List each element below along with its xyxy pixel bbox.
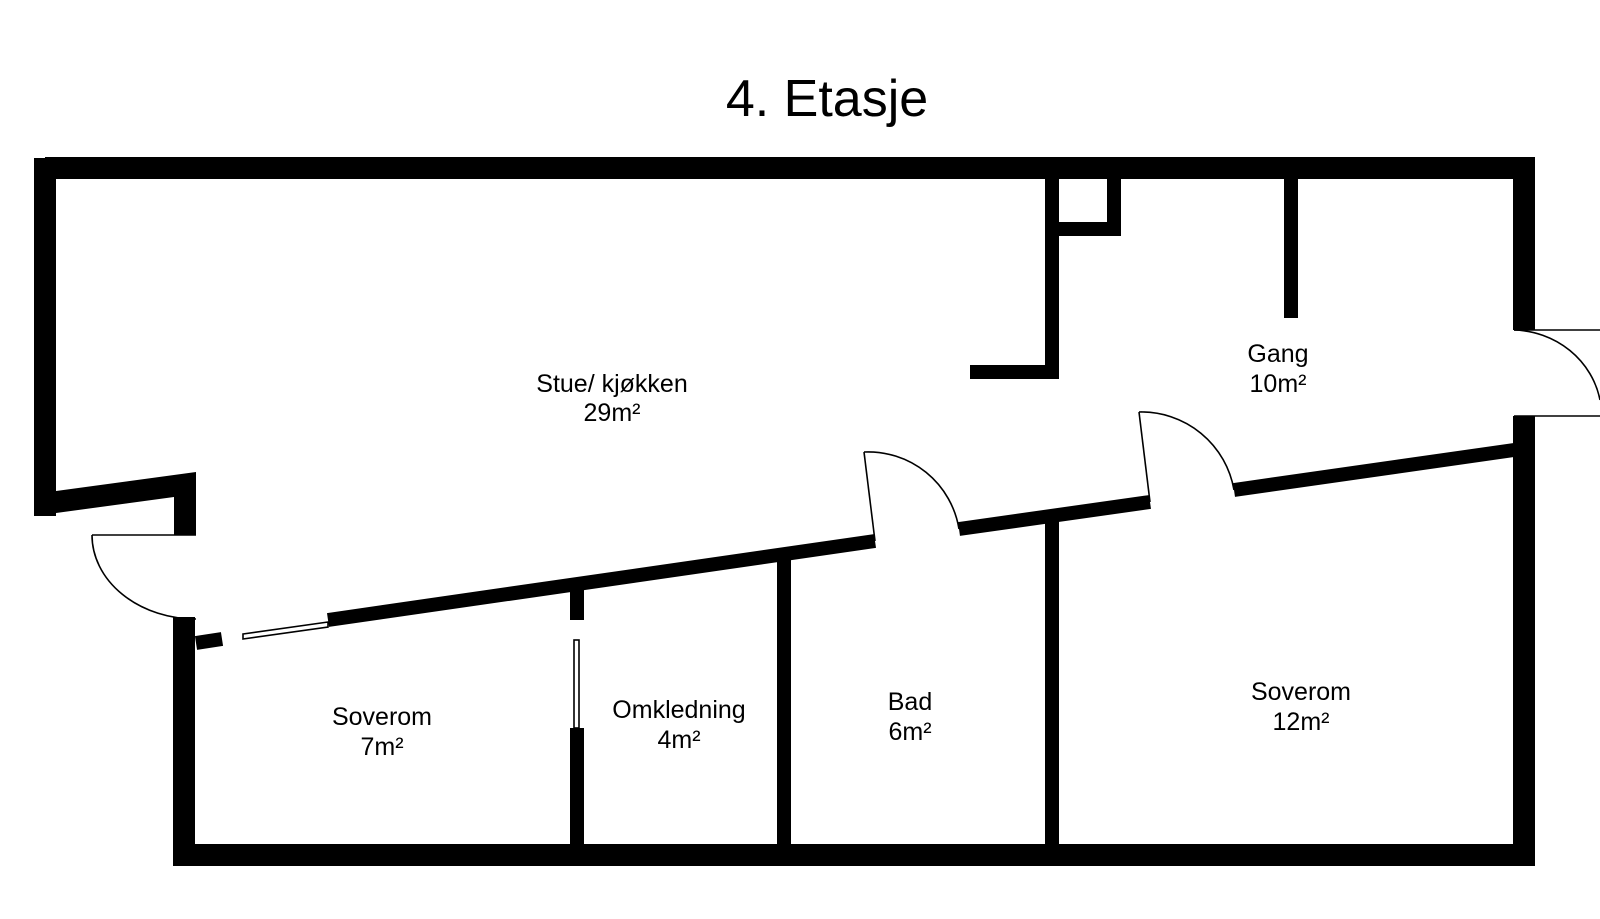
room-labels: Stue/ kjøkken 29m² Gang 10m² Soverom 7m²… <box>332 340 1351 761</box>
room-stue-kjokken: Stue/ kjøkken 29m² <box>536 370 687 427</box>
room-area: 10m² <box>1250 370 1307 398</box>
entrance-door-left <box>91 534 197 620</box>
room-omkledning: Omkledning 4m² <box>612 696 745 754</box>
doors <box>91 329 1600 729</box>
entrance-door-right <box>1513 329 1600 417</box>
room-name: Soverom <box>1251 678 1351 706</box>
bathroom-door <box>863 451 960 542</box>
sliding-door-omkledning <box>573 639 580 729</box>
room-name: Bad <box>888 688 932 716</box>
interior-walls <box>194 178 1515 845</box>
room-area: 12m² <box>1273 708 1330 736</box>
room-area: 4m² <box>657 726 700 754</box>
room-name: Omkledning <box>612 696 745 724</box>
room-name: Stue/ kjøkken <box>536 370 687 398</box>
room-soverom-large: Soverom 12m² <box>1251 678 1351 736</box>
room-area: 29m² <box>584 399 641 427</box>
floor-title: 4. Etasje <box>726 70 928 128</box>
room-gang: Gang 10m² <box>1247 340 1308 398</box>
room-area: 6m² <box>888 718 931 746</box>
outer-walls <box>34 157 1535 866</box>
room-soverom-small: Soverom 7m² <box>332 703 432 761</box>
sliding-door <box>242 621 329 640</box>
room-name: Gang <box>1247 340 1308 368</box>
bedroom-door <box>1138 411 1235 503</box>
room-area: 7m² <box>360 733 403 761</box>
room-bad: Bad 6m² <box>888 688 932 746</box>
room-name: Soverom <box>332 703 432 731</box>
